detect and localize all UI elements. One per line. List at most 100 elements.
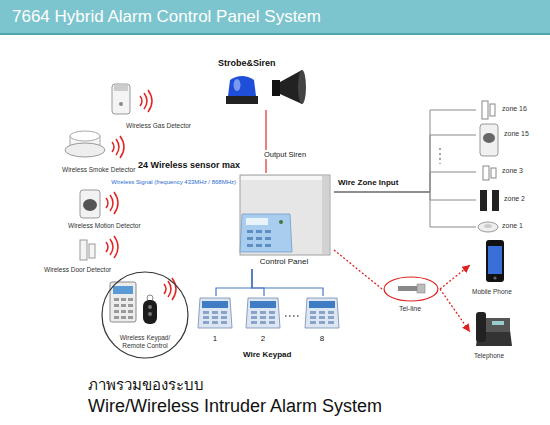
wireless-keypad-art [121,298,126,301]
signal-waves [106,90,176,300]
strobe-light [234,79,241,91]
zone-input: zone 16 [476,98,550,122]
smoke-detector: Wireless Smoke Detector [60,128,144,176]
keypad-remote-circle: Wireless Keypad/ Remote Control [101,271,189,359]
node-label: Wireless Smoke Detector [62,166,146,174]
wireless-keypad-art [128,298,133,301]
signal-waves [106,192,118,214]
strobe-light [228,76,256,96]
siren-group: Strobe&Siren [214,58,320,110]
motion-detector: Wireless Motion Detector [66,188,160,231]
remote-control-art [143,300,157,324]
node-label: zone 16 [502,105,550,113]
title-bar [0,0,550,35]
bus-label: Wire Zone Input [338,178,398,188]
connector-line [252,269,264,296]
control-panel-art [240,175,330,255]
caption-heading: ภาพรวมของระบบ [88,376,204,394]
connector-line [334,192,476,200]
mobile-phone-art [488,246,502,274]
wireless-keypad-art [113,286,133,294]
wireless-keypad-art [114,298,119,301]
motion-detector-art [80,190,100,218]
node-label: Tel-line [382,305,438,313]
wire-keypads-art [305,298,339,328]
wire-keypad: 2 [244,296,284,345]
motion-detector-art [80,190,100,218]
tel-cable-art [398,286,418,291]
wireless-keypad-art [121,304,126,307]
control-panel-art [247,237,253,240]
zone-sensors-art [483,133,495,143]
connector-line [334,135,476,192]
zone-sensors-art [492,190,499,211]
node-label: Wireless Door Detector [44,266,126,274]
mobile-phone-art [493,276,496,279]
node-label: zone 15 [504,130,550,138]
remote-control-art [143,295,157,324]
node-label: zone 3 [502,167,550,175]
mobile-phone-art [486,240,504,282]
wire-keypads-art [246,298,280,328]
siren-horn [298,70,306,104]
control-panel-art [240,214,292,252]
zone-sensors-art [491,168,496,178]
control-panel-art [265,244,271,247]
control-panel-art [265,237,271,240]
smoke-detector-art [65,131,105,157]
mobile-phone-art [486,240,504,282]
connector-line [334,250,382,289]
signal-waves [140,90,152,112]
node-label: 8 [303,334,341,344]
telephone-art [476,312,512,346]
wire-keypads-art [198,298,339,328]
zone-sensors-art [440,101,499,232]
signal-waves [106,236,118,258]
control-panel-art [265,230,271,233]
tel-cable-art [398,284,425,293]
zone-sensors-art [478,222,498,232]
zone-sensors-art [490,104,495,116]
node-label: Wireless Motion Detector [68,222,162,230]
control-panel-art [247,244,253,247]
wireless-keypad-art [128,310,133,313]
wireless-keypad-art [128,316,133,319]
control-panel-art [241,176,329,180]
signal-waves [112,136,124,158]
smoke-detector-art [65,143,105,157]
wire-keypad: 8 [303,296,343,345]
zone-sensors-art [480,190,487,211]
zone-input: zone 1 [476,215,550,239]
wire-keypad: 1 [196,296,236,345]
control-panel-art [279,220,283,224]
zone-sensors-art [483,166,489,180]
connector-line [334,172,476,192]
wireless-keypad-art [110,282,136,322]
node-label: 2 [244,334,282,344]
zone-sensors-art [439,148,441,164]
telephone-art [482,318,510,332]
control-panel-art [322,176,329,254]
connector-line [440,289,470,332]
smoke-detector-art [70,131,100,141]
node-label: 1 [196,334,234,344]
door-detector-art [80,240,87,260]
gas-detector-art [112,84,130,114]
telephone-art [476,312,486,342]
remote-control-art [148,305,152,309]
door-detector-art [89,244,95,258]
control-panel-art [256,244,262,247]
tel-line: Tel-line [382,275,440,319]
wireless-keypad-art [114,310,119,313]
zone-sensors-art [484,224,492,228]
gas-detector-art [119,102,123,106]
tel-cable-art [417,284,425,293]
wireless-keypad-art [121,316,126,319]
zone-input: zone 2 [476,188,550,212]
bus-label: Wire Keypad [243,350,291,360]
mobile-phone: Mobile Phone [470,238,530,300]
title-bar [0,33,550,35]
siren-horn [272,70,306,104]
connector-line [265,110,266,173]
gas-detector: Wireless Gas Detector [106,80,218,132]
